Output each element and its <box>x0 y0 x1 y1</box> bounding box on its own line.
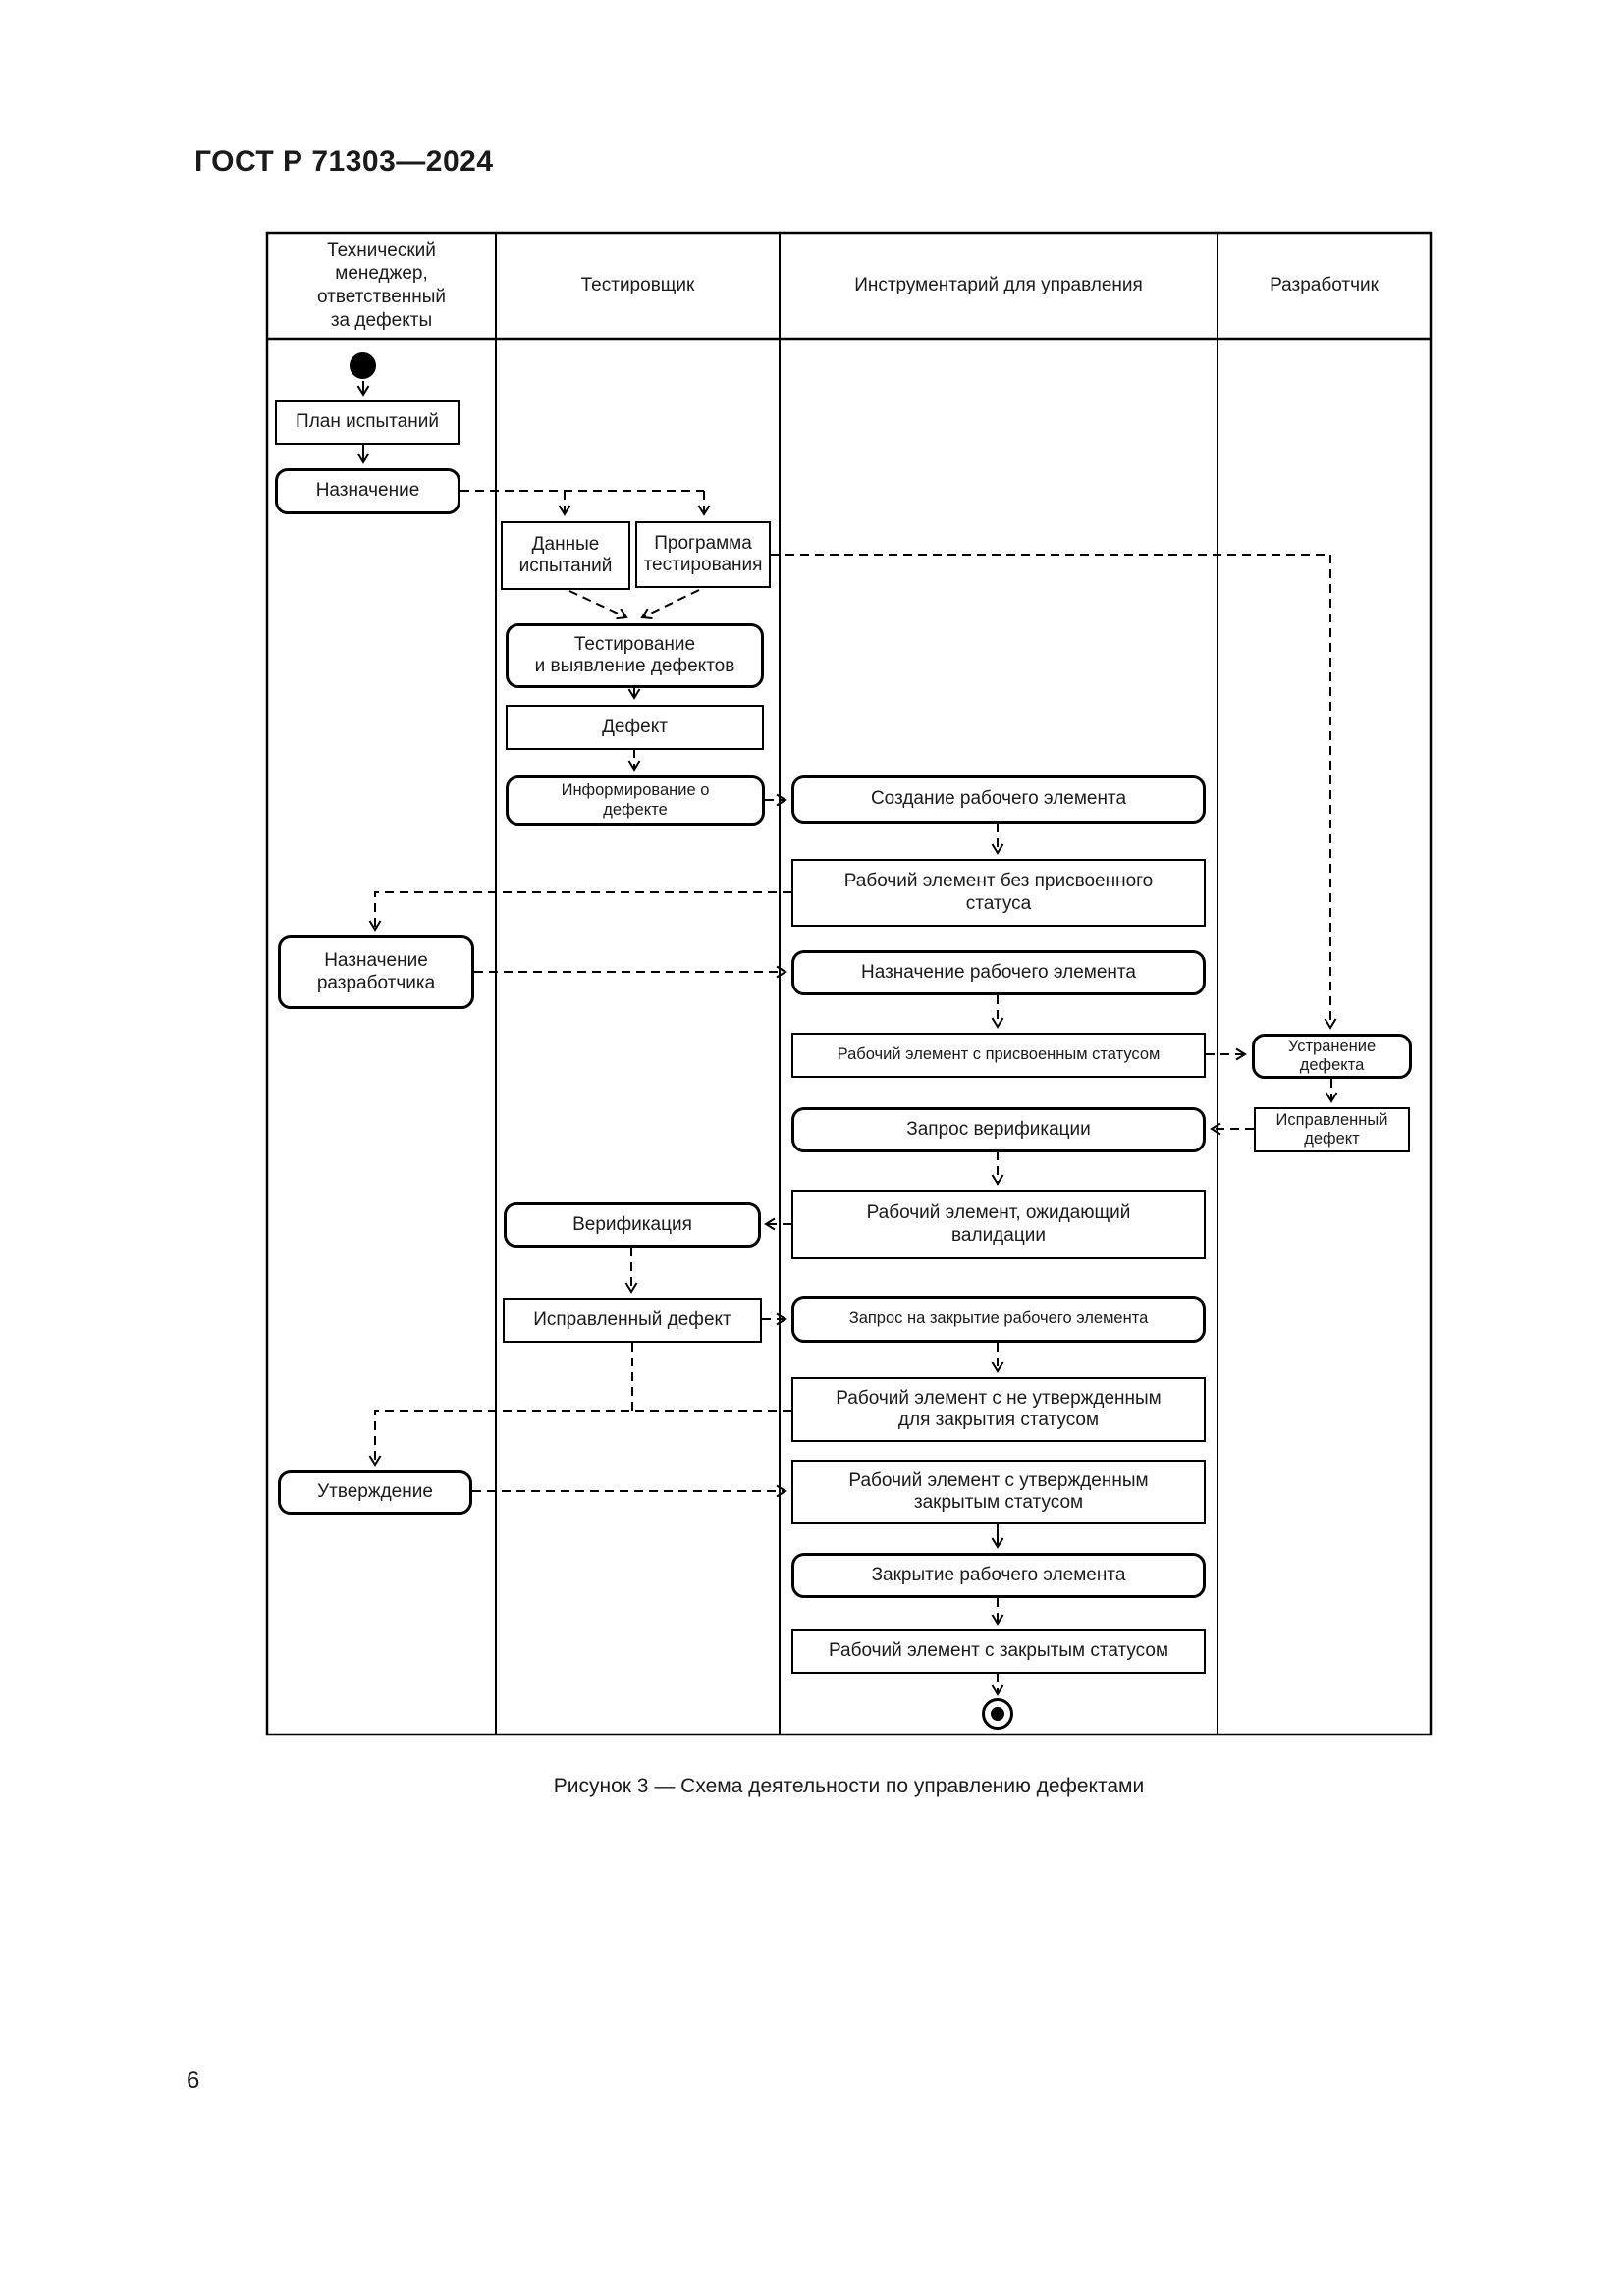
node-assignment: Назначение <box>275 468 460 514</box>
node-fixed-defect-developer: Исправленный дефект <box>1254 1107 1410 1152</box>
node-work-item-awaiting-validation: Рабочий элемент, ожидающий валидации <box>791 1190 1206 1259</box>
standard-number: ГОСТ Р 71303—2024 <box>194 145 494 178</box>
node-work-item-closing: Закрытие рабочего элемента <box>791 1553 1206 1598</box>
node-approval: Утверждение <box>278 1470 472 1515</box>
solid-connectors <box>356 381 1004 1549</box>
lane-header-management-toolkit: Инструментарий для управления <box>854 275 1143 296</box>
node-test-program: Программа тестирования <box>635 521 771 588</box>
lane-header-developer: Разработчик <box>1270 275 1379 296</box>
dashed-connectors <box>368 490 1338 1696</box>
node-work-item-no-status: Рабочий элемент без присвоенного статуса <box>791 859 1206 927</box>
node-work-item-creation: Создание рабочего элемента <box>791 775 1206 824</box>
node-work-item-with-status: Рабочий элемент с присвоенным статусом <box>791 1033 1206 1078</box>
node-test-data: Данные испытаний <box>501 521 630 590</box>
node-work-item-not-approved: Рабочий элемент с не утвержденным для за… <box>791 1377 1206 1442</box>
node-defect-fixing: Устранение дефекта <box>1252 1034 1412 1079</box>
node-work-item-closed: Рабочий элемент с закрытым статусом <box>791 1629 1206 1674</box>
node-defect: Дефект <box>506 705 764 750</box>
node-test-plan: План испытаний <box>275 400 460 445</box>
activity-start-node <box>350 352 376 379</box>
swimlane-frame <box>265 231 1433 1736</box>
lane-header-technical-manager: Технический менеджер, ответственный за д… <box>316 240 447 331</box>
activity-final-node <box>982 1698 1013 1730</box>
node-developer-assignment: Назначение разработчика <box>278 935 474 1009</box>
node-defect-reporting: Информирование о дефекте <box>506 775 765 826</box>
lane-header-tester: Тестировщик <box>580 275 695 296</box>
node-testing: Тестирование и выявление дефектов <box>506 623 764 688</box>
node-work-item-assignment: Назначение рабочего элемента <box>791 950 1206 995</box>
node-verification: Верификация <box>504 1202 761 1248</box>
node-fixed-defect-tester: Исправленный дефект <box>503 1298 762 1343</box>
node-work-item-close-request: Запрос на закрытие рабочего элемента <box>791 1296 1206 1343</box>
node-work-item-approved: Рабочий элемент с утвержденным закрытым … <box>791 1460 1206 1524</box>
page-number: 6 <box>187 2067 200 2094</box>
node-verification-request: Запрос верификации <box>791 1107 1206 1152</box>
figure-caption: Рисунок 3 — Схема деятельности по управл… <box>553 1775 1145 1797</box>
